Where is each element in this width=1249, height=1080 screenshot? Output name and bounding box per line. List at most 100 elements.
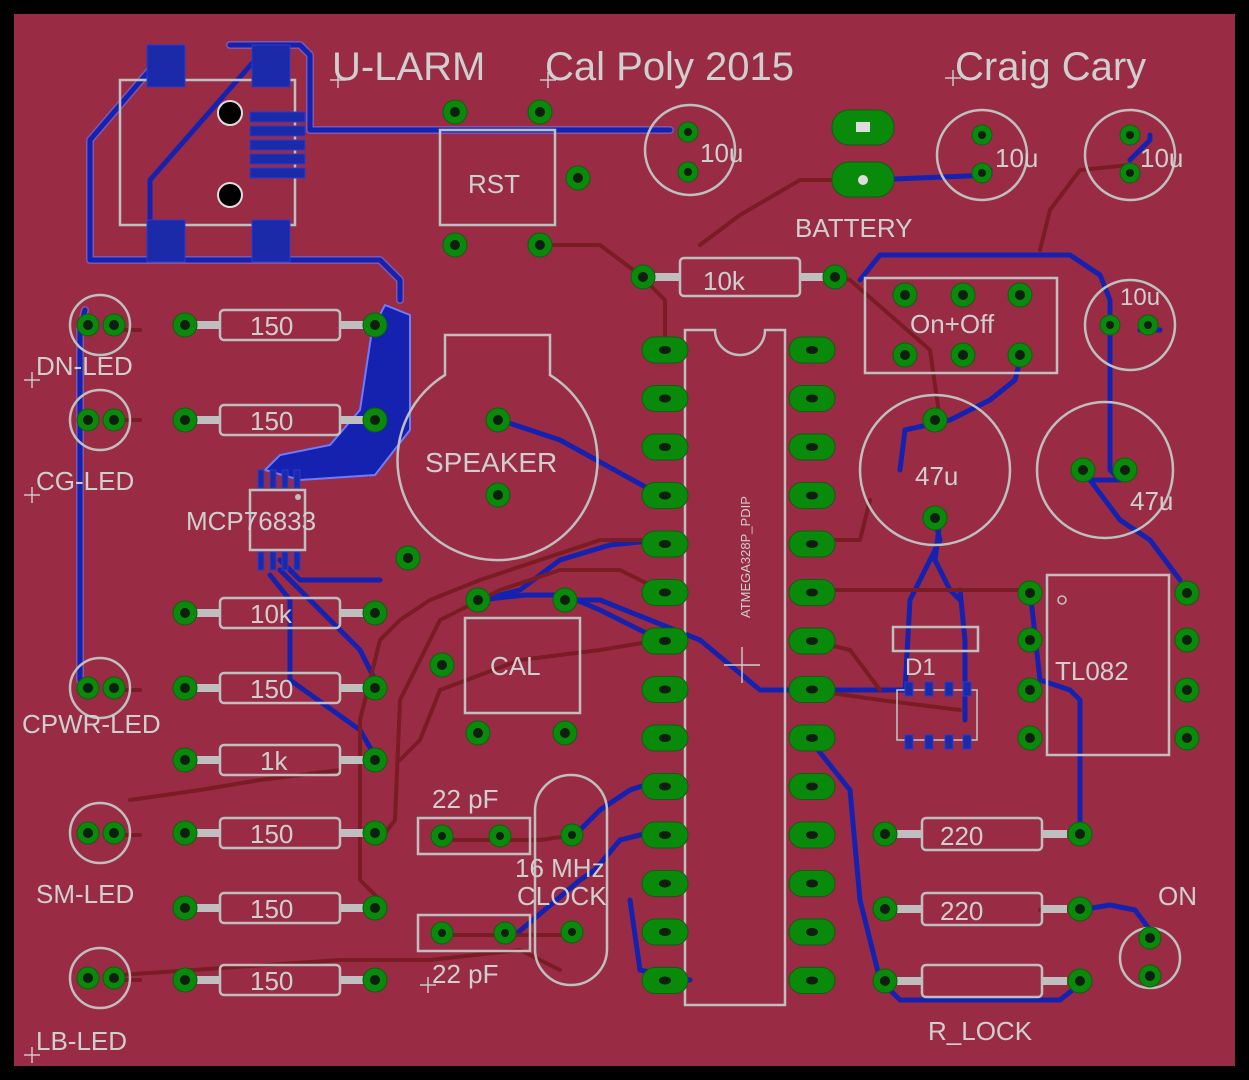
label-c-22-a: 22 pF	[432, 784, 499, 814]
resistor-r-lock	[872, 963, 1093, 999]
label-opamp: TL082	[1055, 656, 1129, 686]
label-r-lb: 150	[250, 966, 293, 996]
resistor-r-cpwr	[172, 671, 388, 705]
board-author: Craig Cary	[955, 45, 1146, 89]
dip-pin-drill	[806, 540, 818, 548]
label-led-cpwr: CPWR-LED	[22, 709, 161, 739]
dip-pin-drill	[659, 637, 671, 645]
label-on-off: On+Off	[910, 309, 995, 339]
led-dn	[68, 293, 132, 357]
dip-pin-drill	[806, 928, 818, 936]
label-rtc: MCP76833	[186, 506, 316, 536]
board-subtitle: Cal Poly 2015	[545, 45, 794, 89]
battery-connector	[831, 109, 895, 198]
label-r-220-b: 220	[940, 896, 983, 926]
dip-pin-drill	[806, 346, 818, 354]
usb-mount-pad	[251, 44, 291, 88]
label-r-sm: 150	[250, 819, 293, 849]
dip-pin-drill	[659, 588, 671, 597]
usb-signal-pad	[249, 111, 306, 123]
label-r-cg: 150	[250, 406, 293, 436]
label-led-dn: DN-LED	[36, 351, 133, 381]
origin-marks	[24, 70, 961, 1063]
dip-pin-drill	[806, 831, 818, 839]
led-sm	[68, 801, 132, 865]
dip-pin-drill	[659, 394, 671, 403]
usb-signal-pad	[249, 139, 306, 151]
dip-pin-drill	[659, 976, 671, 985]
label-cal: CAL	[490, 651, 541, 681]
resistor-r-10k-top	[630, 256, 848, 298]
usb-signal-pad	[249, 125, 306, 137]
led-footprints	[68, 293, 1182, 1010]
resistor-r-cg	[172, 403, 388, 437]
label-led-cg: CG-LED	[36, 466, 134, 496]
mcp-rtc	[248, 469, 421, 571]
label-clock: 16 MHz	[515, 853, 605, 883]
resistor-r-lb	[172, 963, 388, 997]
usb-mount-pad	[251, 219, 291, 263]
led-cpwr	[68, 656, 132, 720]
usb-hole	[217, 182, 243, 208]
dip-pin-drill	[806, 734, 818, 742]
label-clock-2: CLOCK	[517, 881, 607, 911]
dip-pin-drill	[659, 443, 671, 451]
board-title: U-LARM	[332, 45, 485, 89]
label-c-47-a: 47u	[915, 461, 958, 491]
usb-hole	[217, 100, 243, 126]
speaker-footprint	[396, 333, 599, 562]
switch-rst	[438, 99, 591, 258]
label-r-cpwr: 150	[250, 674, 293, 704]
dip-pin-drill	[659, 879, 671, 888]
resistor-r-dn	[172, 308, 388, 342]
label-battery: BATTERY	[795, 213, 913, 243]
label-diode: D1	[905, 654, 936, 681]
usb-mount-pad	[146, 44, 186, 88]
resistor-r-220-a	[872, 816, 1093, 852]
label-mcu: ATMEGA328P_PDIP	[738, 496, 753, 618]
label-r-lock: R_LOCK	[928, 1016, 1033, 1046]
dip-pin-drill	[659, 782, 671, 791]
usb-mount-pad	[146, 219, 186, 263]
dip-pin-drill	[806, 976, 818, 985]
switch-cal	[429, 587, 582, 746]
capacitor-footprints	[643, 103, 1177, 547]
crystal-area	[416, 773, 609, 987]
label-rst: RST	[468, 169, 520, 199]
dip-pin-drill	[806, 637, 818, 645]
resistor-r-sm	[172, 816, 388, 850]
label-c-bat1: 10u	[995, 143, 1038, 173]
label-led-lb: LB-LED	[36, 1026, 127, 1056]
dip-pin-drill	[659, 928, 671, 936]
atmega-dip	[641, 328, 836, 1007]
ground-pour	[263, 303, 411, 482]
dip-pin-drill	[806, 588, 818, 597]
dip-pin-drill	[659, 831, 671, 839]
label-r-1k: 1k	[260, 746, 288, 776]
usb-connector	[118, 44, 306, 263]
dip-pin-drill	[806, 782, 818, 791]
label-r-220-a: 220	[940, 821, 983, 851]
label-c-47-b: 47u	[1130, 486, 1173, 516]
dip-pin-drill	[806, 491, 818, 500]
resistor-footprints	[172, 256, 1093, 999]
tl082-dip8	[1017, 573, 1200, 757]
label-r-10k-top: 10k	[703, 266, 746, 296]
resistor-r-sm2	[172, 891, 388, 925]
dip-pin-drill	[806, 685, 818, 694]
led-cg	[68, 388, 132, 452]
label-c-bat2: 10u	[1140, 143, 1183, 173]
label-on: ON	[1158, 881, 1197, 911]
dip-pin-drill	[659, 540, 671, 548]
resistor-r-1k	[172, 743, 388, 777]
usb-signal-pad	[249, 167, 306, 179]
label-r-sm2: 150	[250, 894, 293, 924]
dip-pin-drill	[659, 685, 671, 694]
dip-pin-drill	[659, 346, 671, 354]
led-lb	[68, 946, 132, 1010]
label-led-sm: SM-LED	[36, 879, 134, 909]
label-c-top: 10u	[700, 138, 743, 168]
resistor-r-10k-left	[172, 596, 388, 630]
dip-pin-drill	[659, 491, 671, 500]
